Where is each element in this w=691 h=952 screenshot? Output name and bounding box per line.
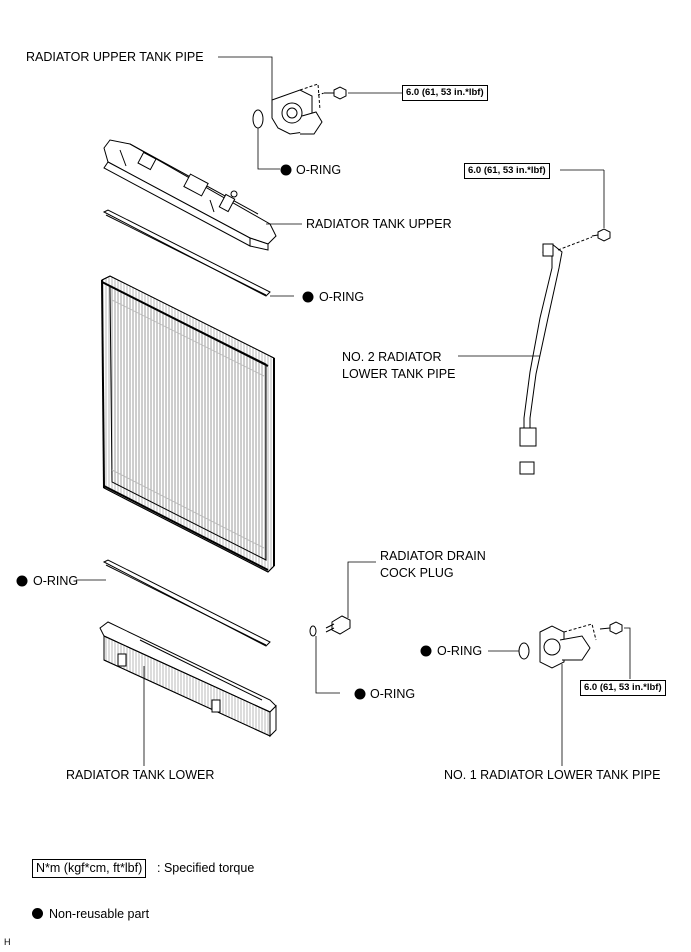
no2-lower-tank-pipe-part	[519, 243, 563, 475]
illustration-code: H	[4, 937, 11, 947]
label-no2-pipe-line1: NO. 2 RADIATOR	[342, 350, 442, 364]
label-oring-drain: O-RING	[370, 687, 416, 701]
leader-lines	[76, 56, 631, 766]
bolt-no1-pipe	[599, 621, 623, 635]
bolt-no2-pipe	[557, 228, 611, 251]
no1-lower-tank-pipe-part	[539, 623, 597, 669]
o-ring-no1-pipe	[518, 642, 530, 660]
radiator-core-part	[101, 275, 275, 573]
legend-nonreusable-text: Non-reusable part	[49, 907, 150, 921]
nonreusable-dots	[16, 164, 432, 700]
label-drain-line1: RADIATOR DRAIN	[380, 549, 486, 563]
label-tank-lower: RADIATOR TANK LOWER	[66, 768, 215, 782]
label-upper-tank-pipe: RADIATOR UPPER TANK PIPE	[26, 50, 204, 64]
label-oring-lower-gasket: O-RING	[33, 574, 79, 588]
upper-tank-pipe-part	[271, 83, 323, 135]
o-ring-upper-pipe	[252, 109, 264, 129]
legend-torque-desc: : Specified torque	[157, 861, 255, 875]
nonreusable-dot-icon	[32, 908, 43, 919]
torque-box-no1-pipe: 6.0 (61, 53 in.*lbf)	[580, 680, 666, 696]
torque-box-no2-pipe: 6.0 (61, 53 in.*lbf)	[464, 163, 550, 179]
radiator-tank-lower-part	[99, 621, 277, 738]
drain-cock-plug-part	[325, 615, 351, 635]
label-oring-upper-pipe: O-RING	[296, 163, 342, 177]
label-no1-pipe: NO. 1 RADIATOR LOWER TANK PIPE	[444, 768, 661, 782]
torque-box-upper-pipe: 6.0 (61, 53 in.*lbf)	[402, 85, 488, 101]
bolt-upper-pipe	[317, 86, 347, 100]
label-oring-upper-gasket: O-RING	[319, 290, 365, 304]
label-oring-no1-pipe: O-RING	[437, 644, 483, 658]
o-ring-drain	[309, 625, 317, 637]
label-no2-pipe-line2: LOWER TANK PIPE	[342, 367, 456, 381]
legend-torque-unit: N*m (kgf*cm, ft*lbf)	[32, 859, 147, 878]
legend-nonreusable: Non-reusable part	[32, 907, 149, 922]
label-tank-upper: RADIATOR TANK UPPER	[306, 217, 452, 231]
radiator-tank-upper-part	[103, 139, 277, 251]
label-drain-line2: COCK PLUG	[380, 566, 454, 580]
